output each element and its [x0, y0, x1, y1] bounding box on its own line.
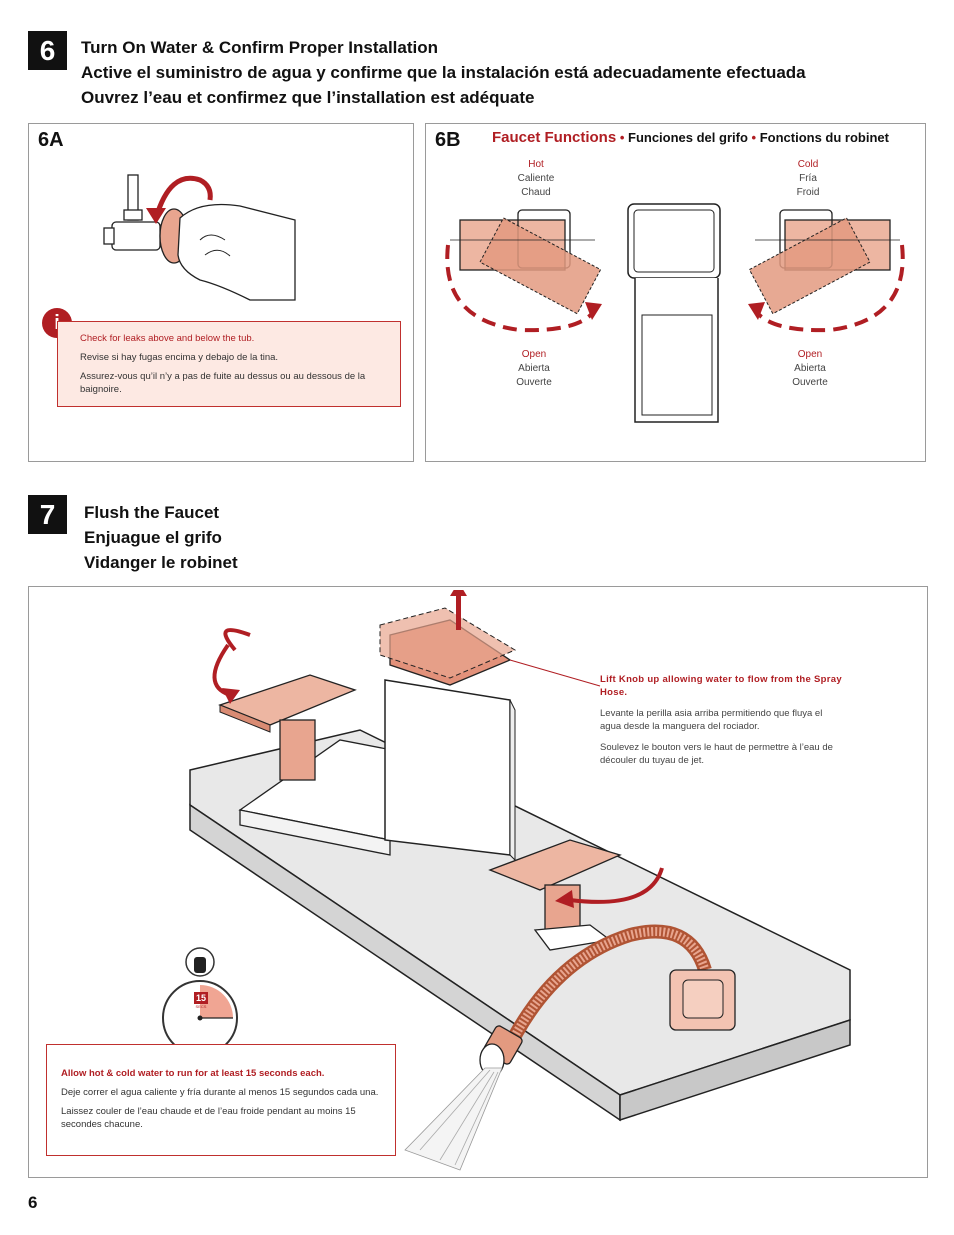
leak-note-en: Check for leaks above and below the tub.: [80, 333, 255, 344]
cold-fr: Froid: [796, 187, 820, 198]
lift-knob-es: Levante la perilla asia arriba permitien…: [600, 708, 823, 732]
step-6-title: Turn On Water & Confirm Proper Installat…: [81, 35, 806, 110]
open-right-en: Open: [797, 349, 823, 360]
panel-6b-label: 6B: [435, 129, 461, 151]
panel-6a-label: 6A: [38, 129, 64, 151]
run-water-en: Allow hot & cold water to run for at lea…: [61, 1068, 325, 1079]
open-right-fr: Ouverte: [792, 377, 828, 388]
title-bullet-2: •: [751, 130, 757, 145]
open-left-es: Abierta: [518, 363, 550, 374]
step-7-number: 7: [28, 495, 67, 534]
cold-label: Cold Fría Froid: [768, 158, 848, 200]
faucet-functions-es: Funciones del grifo: [628, 130, 748, 145]
faucet-functions-title: Faucet Functions • Funciones del grifo •…: [492, 129, 889, 146]
faucet-functions-en: Faucet Functions: [492, 129, 617, 146]
faucet-functions-diagram: [445, 203, 905, 423]
lift-knob-fr: Soulevez le bouton vers le haut de perme…: [600, 742, 833, 766]
faucet-functions-fr: Fonctions du robinet: [759, 130, 889, 145]
step-7-title: Flush the Faucet Enjuague el grifo Vidan…: [84, 500, 238, 575]
stopwatch-icon: [162, 947, 238, 1055]
valve-hand-illustration: [103, 174, 296, 301]
lift-knob-annotation: Lift Knob up allowing water to flow from…: [600, 673, 845, 775]
step-7-title-es: Enjuague el grifo: [84, 528, 222, 547]
step-7-title-en: Flush the Faucet: [84, 503, 220, 522]
open-left-label: Open Abierta Ouverte: [494, 348, 574, 390]
leak-note-es: Revise si hay fugas encima y debajo de l…: [80, 352, 279, 363]
run-water-es: Deje correr el agua caliente y fría dura…: [61, 1087, 379, 1098]
run-water-fr: Laissez couler de l’eau chaude et de l’e…: [61, 1106, 356, 1130]
lift-knob-en: Lift Knob up allowing water to flow from…: [600, 674, 842, 698]
leak-note-fr: Assurez-vous qu’il n’y a pas de fuite au…: [80, 371, 366, 395]
cold-es: Fría: [799, 173, 817, 184]
cold-en: Cold: [797, 159, 819, 170]
hot-fr: Chaud: [521, 187, 551, 198]
leak-check-note: Check for leaks above and below the tub.…: [57, 321, 401, 407]
step-6-title-fr: Ouvrez l’eau et confirmez que l’installa…: [81, 88, 535, 107]
step-6-number: 6: [28, 31, 67, 70]
step-7-title-fr: Vidanger le robinet: [84, 553, 238, 572]
timer-unit: SECS: [195, 1004, 207, 1009]
faucet-flush-illustration: [189, 590, 851, 1171]
step-6-title-es: Active el suministro de agua y confirme …: [81, 63, 806, 82]
hot-label: Hot Caliente Chaud: [496, 158, 576, 200]
run-water-note: Allow hot & cold water to run for at lea…: [46, 1044, 396, 1156]
open-right-label: Open Abierta Ouverte: [770, 348, 850, 390]
open-right-es: Abierta: [794, 363, 826, 374]
timer-value: 15: [194, 992, 208, 1004]
step-6-title-en: Turn On Water & Confirm Proper Installat…: [81, 38, 439, 57]
title-bullet-1: •: [619, 130, 625, 145]
page-number: 6: [28, 1193, 38, 1212]
open-left-fr: Ouverte: [516, 377, 552, 388]
hot-en: Hot: [528, 159, 544, 170]
hot-es: Caliente: [517, 173, 555, 184]
open-left-en: Open: [521, 349, 547, 360]
